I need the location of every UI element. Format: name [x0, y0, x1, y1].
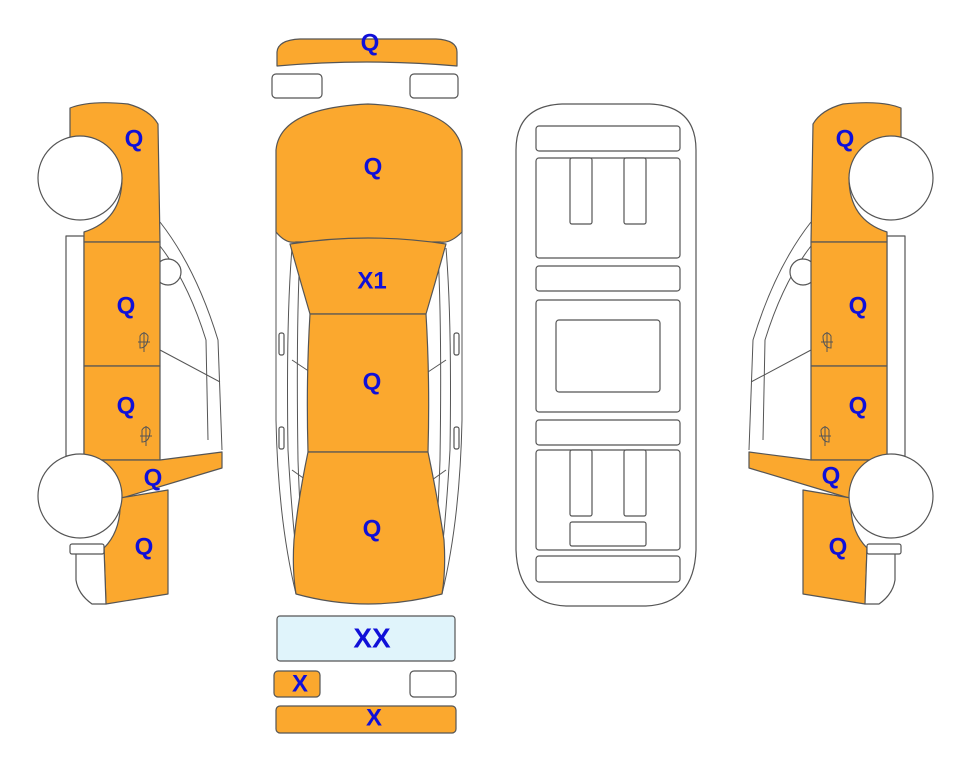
label-right-rocker: Q	[822, 462, 841, 489]
label-trunk: Q	[363, 515, 382, 542]
headlight-left[interactable]	[271, 73, 323, 99]
top-body-outline-right	[441, 150, 463, 595]
underbody-spare-well	[569, 521, 647, 547]
underbody-rear-bumper-bar	[535, 555, 681, 583]
label-left-rear-quarter: Q	[135, 533, 154, 560]
underbody-view	[515, 103, 697, 607]
pillar-lines	[291, 359, 447, 481]
rear-light-right[interactable]	[409, 670, 457, 698]
label-left-rear-door: Q	[117, 392, 136, 419]
underbody-front-rail-left	[569, 157, 593, 225]
underbody-front-frame	[535, 157, 681, 259]
right-side-view	[748, 102, 934, 605]
right-rear-wheel	[848, 453, 934, 539]
label-front-bumper: Q	[361, 29, 380, 56]
left-front-door-handle-icon	[138, 332, 150, 352]
underbody-mid-crossmember	[535, 265, 681, 292]
label-left-rocker: Q	[144, 464, 163, 491]
underbody-front-crossmember	[535, 125, 681, 152]
label-right-front-door: Q	[849, 292, 868, 319]
label-right-rear-door: Q	[849, 392, 868, 419]
right-side-labels: Q Q Q Q Q	[822, 125, 868, 560]
right-rear-door-handle-icon	[819, 426, 831, 446]
label-right-rear-quarter: Q	[829, 533, 848, 560]
right-rear-bumper-outline	[864, 547, 896, 605]
label-hood: Q	[364, 153, 383, 180]
underbody-rear-crossmember	[535, 419, 681, 446]
mirror-right	[453, 332, 460, 356]
windshield-panel[interactable]	[289, 237, 447, 315]
left-rear-wheel	[37, 453, 123, 539]
underbody-rear-rail-right	[623, 449, 647, 517]
label-windshield: X1	[357, 267, 386, 294]
hood-panel[interactable]	[275, 103, 463, 243]
handle-right	[453, 426, 460, 450]
label-rear-window: XX	[353, 622, 391, 653]
underbody-rear-rail-left	[569, 449, 593, 517]
right-side-body-outline	[886, 235, 906, 457]
headlight-right[interactable]	[409, 73, 459, 99]
top-view: Q Q X1 Q Q XX X X	[271, 29, 463, 734]
right-front-wheel	[848, 135, 934, 221]
label-roof: Q	[363, 368, 382, 395]
label-rear-bumper: X	[366, 704, 382, 731]
underbody-front-rail-right	[623, 157, 647, 225]
right-side-glass-outline	[748, 221, 812, 451]
label-right-front-fender: Q	[836, 125, 855, 152]
right-front-door-handle-icon	[821, 332, 833, 352]
left-side-glass-outline	[159, 221, 223, 451]
label-rear-light-left: X	[292, 670, 308, 697]
rear-light-left[interactable]	[273, 670, 321, 698]
front-bumper-panel[interactable]	[276, 38, 458, 67]
rear-bumper-panel[interactable]	[275, 705, 457, 734]
left-rear-bumper-outline	[75, 547, 107, 605]
left-side-view: Q Q Q Q Q	[37, 102, 223, 605]
left-front-wheel	[37, 135, 123, 221]
right-rear-light	[866, 543, 902, 555]
label-left-front-door: Q	[117, 292, 136, 319]
underbody-tunnel	[555, 319, 661, 393]
left-rear-light	[69, 543, 105, 555]
label-left-front-fender: Q	[125, 125, 144, 152]
trunk-panel[interactable]	[292, 451, 446, 605]
rear-window-panel[interactable]	[276, 615, 456, 662]
left-side-body-outline	[65, 235, 85, 457]
mirror-left	[278, 332, 285, 356]
handle-left	[278, 426, 285, 450]
left-rear-door-handle-icon	[140, 426, 152, 446]
top-body-outline-left	[275, 150, 297, 595]
